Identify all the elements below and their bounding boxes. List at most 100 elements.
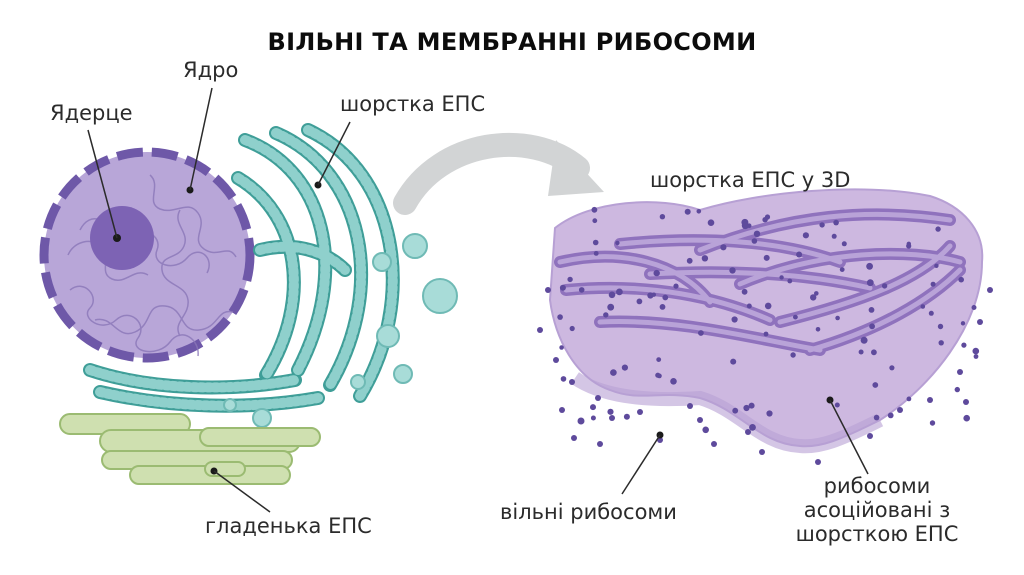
bound-ribosome-dot: [577, 417, 585, 425]
bound-ribosome-dot: [698, 330, 704, 336]
bound-ribosome-dot: [938, 340, 944, 346]
free-ribosome-dot: [537, 327, 543, 333]
smooth-er-leader: [213, 470, 271, 513]
transition-arrow: [393, 132, 604, 215]
bound-ribosome-dot: [802, 232, 810, 239]
bound-ribosome-dot: [590, 404, 596, 411]
bound-ribosome-dot: [749, 424, 756, 431]
nucleolus-leader: [87, 129, 118, 239]
bound-ribosome-dot: [686, 257, 693, 264]
bound-ribosome-dot: [696, 209, 702, 214]
smooth-er: [59, 413, 321, 485]
bound-ribosome-dot: [751, 238, 758, 244]
bound-ribosome-dot: [819, 222, 825, 228]
bound-ribosome-dot: [871, 349, 877, 356]
bound-ribosome-dot: [766, 410, 773, 417]
bound-ribosome-dot: [858, 349, 864, 355]
free-ribosome-dot: [897, 407, 903, 413]
bound-ribosome-dot: [866, 279, 874, 287]
free-ribosome-dot: [687, 403, 693, 409]
free-ribosome-dot: [553, 357, 559, 363]
bound-ribosome-dot: [607, 408, 614, 415]
bound-ribosome-dot: [889, 365, 895, 371]
bound-ribosome-dot: [743, 404, 750, 412]
bound-ribosome-dot: [748, 402, 755, 409]
free-ribosome-dot: [963, 399, 969, 405]
bound-ribosome-dot: [835, 315, 840, 321]
bound-ribosome-dot: [762, 217, 768, 223]
bound-ribosome-dot: [779, 275, 784, 280]
bound-ribosome-dot: [973, 354, 979, 359]
free-ribosome-dot: [569, 379, 575, 385]
bound-ribosome-dot: [887, 412, 894, 419]
bound-ribosome-dot: [701, 255, 709, 262]
bound-ribosome-dot: [930, 281, 936, 287]
bound-ribosome-dot: [787, 278, 793, 284]
nucleus-label: Ядро: [183, 58, 239, 82]
bound-ribosome-dot: [623, 413, 630, 420]
bound-ribosome-dot: [935, 226, 941, 232]
bound-ribosome-dot: [593, 251, 599, 256]
bound-ribosome-dot: [741, 218, 749, 226]
nucleus: [39, 147, 255, 363]
leader-lines: [87, 87, 869, 513]
bound-ribosome-dot: [746, 303, 752, 309]
bound-ribosome-dot: [906, 243, 912, 249]
bound-ribosome-dot: [810, 294, 817, 301]
bound-ribosome-dot: [928, 310, 934, 316]
bound-ribosome-dot: [790, 352, 796, 358]
bound-ribosome-dot: [741, 288, 748, 295]
smooth-er-label: гладенька ЕПС: [205, 514, 372, 538]
free-ribosome-dot: [987, 287, 993, 293]
bound-ribosome-dot: [961, 342, 967, 348]
bound-ribosome-dot: [934, 263, 939, 268]
bound-ribosome-dot: [616, 288, 623, 296]
free-ribosome-dot: [957, 369, 963, 375]
bound-ribosome-dot: [655, 372, 661, 378]
free-ribosome-dot: [815, 459, 821, 465]
bound-ribosome-dot: [592, 218, 598, 224]
bound-ribosome-dot: [653, 269, 660, 277]
bound-ribosome-dot: [960, 321, 966, 326]
bound-ribosome-dot: [610, 369, 617, 376]
bound-ribosome-dot: [937, 323, 944, 330]
bound-ribosome-dot: [972, 347, 980, 355]
bound-ribosome-dot: [815, 327, 821, 332]
free-ribosome-dot: [571, 435, 577, 441]
bound-ribosome-dot: [559, 284, 566, 291]
free-ribosome-dot: [595, 395, 601, 401]
bound-ribosome-dot: [796, 251, 803, 258]
bound-ribosome-dot: [560, 376, 567, 382]
free-ribosome-dot: [545, 287, 551, 293]
free-ribosome-dot: [927, 397, 933, 403]
bound-ribosome-dot: [730, 358, 737, 365]
bound-ribosome-dot: [670, 378, 677, 385]
bound-ribosomes-label: рибосоми асоційовані з шорсткою ЕПС: [795, 474, 959, 546]
bound-ribosome-dot: [673, 283, 679, 289]
bound-ribosome-dot: [567, 276, 573, 283]
bound-ribosome-dot: [963, 414, 970, 422]
diagram-title: ВІЛЬНІ ТА МЕМБРАННІ РИБОСОМИ: [267, 28, 757, 56]
bound-ribosome-dot: [603, 312, 609, 318]
free-ribosome-dot: [559, 407, 565, 413]
bound-ribosome-dot: [608, 291, 616, 299]
bound-ribosome-dot: [906, 396, 912, 402]
bound-ribosome-dot: [831, 233, 837, 239]
free-ribosome-leader: [621, 434, 661, 495]
bound-ribosome-dot: [559, 345, 564, 350]
free-ribosome-dot: [711, 441, 717, 447]
nucleus-leader: [189, 87, 213, 191]
free-ribosome-dot: [977, 319, 983, 325]
bound-ribosome-dot: [793, 314, 798, 320]
free-ribosome-dot: [637, 409, 643, 415]
bound-ribosome-dot: [592, 239, 599, 246]
bound-ribosome-dot: [707, 219, 715, 226]
bound-ribosome-dot: [591, 206, 598, 213]
rough-er-leader: [317, 121, 351, 186]
free-ribosome-dot: [759, 449, 765, 455]
rough-er-3d-label: шорстка ЕПС у 3D: [650, 168, 851, 192]
bound-ribosome-dot: [731, 316, 738, 323]
free-ribosome-dot: [867, 433, 873, 439]
bound-ribosome-dot: [590, 415, 596, 421]
